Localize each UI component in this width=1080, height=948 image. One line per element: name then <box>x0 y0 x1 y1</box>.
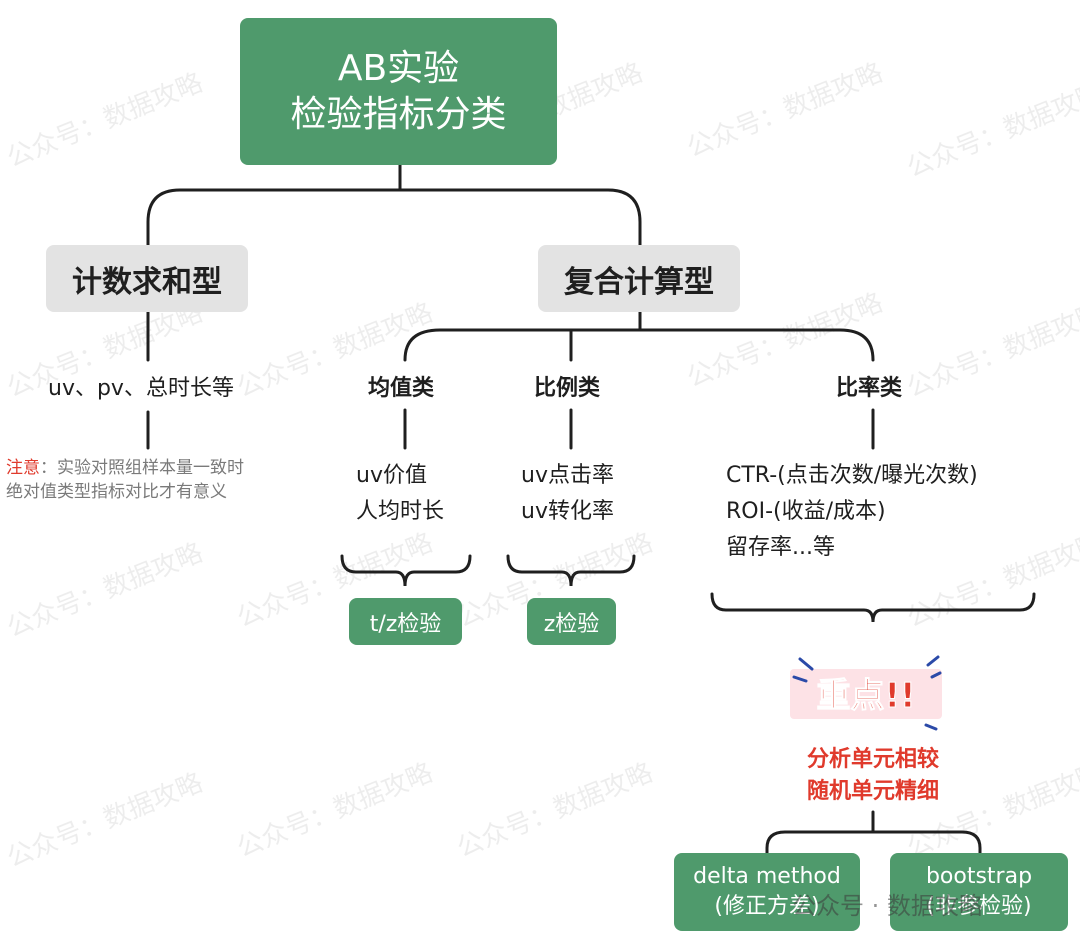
note-line1: ：实验对照组样本量一致时 <box>40 458 244 478</box>
mean-items: uv价值 人均时长 <box>356 458 444 530</box>
highlight-line1: 分析单元相较 <box>806 747 939 772</box>
method-bootstrap-line2: (非参检验) <box>926 894 1032 919</box>
method-bootstrap-box: bootstrap (非参检验) <box>890 853 1068 931</box>
root-box: AB实验 检验指标分类 <box>240 18 557 165</box>
method-delta-line2: (修正方差) <box>714 894 820 919</box>
mean-item: uv价值 <box>356 463 427 488</box>
ratio-item: ROI-(收益/成本) <box>726 499 886 524</box>
subcategory-mean: 均值类 <box>368 376 435 401</box>
ratio-items: CTR-(点击次数/曝光次数) ROI-(收益/成本) 留存率...等 <box>726 458 978 566</box>
note-warning-label: 注意 <box>6 458 40 478</box>
method-bootstrap-line1: bootstrap <box>925 864 1033 889</box>
ratio-item: 留存率...等 <box>726 535 835 560</box>
emphasis-badge: 重点!! <box>790 655 942 731</box>
category-compound-box: 复合计算型 <box>538 245 740 312</box>
root-title-line2: 检验指标分类 <box>290 93 507 135</box>
test-tz-box: t/z检验 <box>349 598 462 645</box>
test-z-box: z检验 <box>527 598 616 645</box>
badge-text: 重点!! <box>816 676 915 716</box>
ratio-item: CTR-(点击次数/曝光次数) <box>726 463 978 488</box>
category-sum-box: 计数求和型 <box>46 245 248 312</box>
mean-item: 人均时长 <box>356 499 445 524</box>
highlight-line2: 随机单元精细 <box>806 779 939 804</box>
footer-watermark: 公众号 · 数据攻略 <box>792 892 983 920</box>
note-line2: 绝对值类型指标对比才有意义 <box>6 482 227 502</box>
root-title-line1: AB实验 <box>337 47 460 89</box>
subcategory-proportion: 比例类 <box>534 376 601 401</box>
proportion-item: uv转化率 <box>521 499 614 524</box>
subcategory-ratio: 比率类 <box>836 376 903 401</box>
proportion-item: uv点击率 <box>521 463 614 488</box>
sum-note: 注意：实验对照组样本量一致时 绝对值类型指标对比才有意义 <box>6 456 244 504</box>
highlight-text: 分析单元相较 随机单元精细 <box>773 744 973 808</box>
method-delta-box: delta method (修正方差) <box>674 853 860 931</box>
method-delta-line1: delta method <box>693 864 841 889</box>
proportion-items: uv点击率 uv转化率 <box>521 458 614 530</box>
sum-examples: uv、pv、总时长等 <box>48 376 234 401</box>
